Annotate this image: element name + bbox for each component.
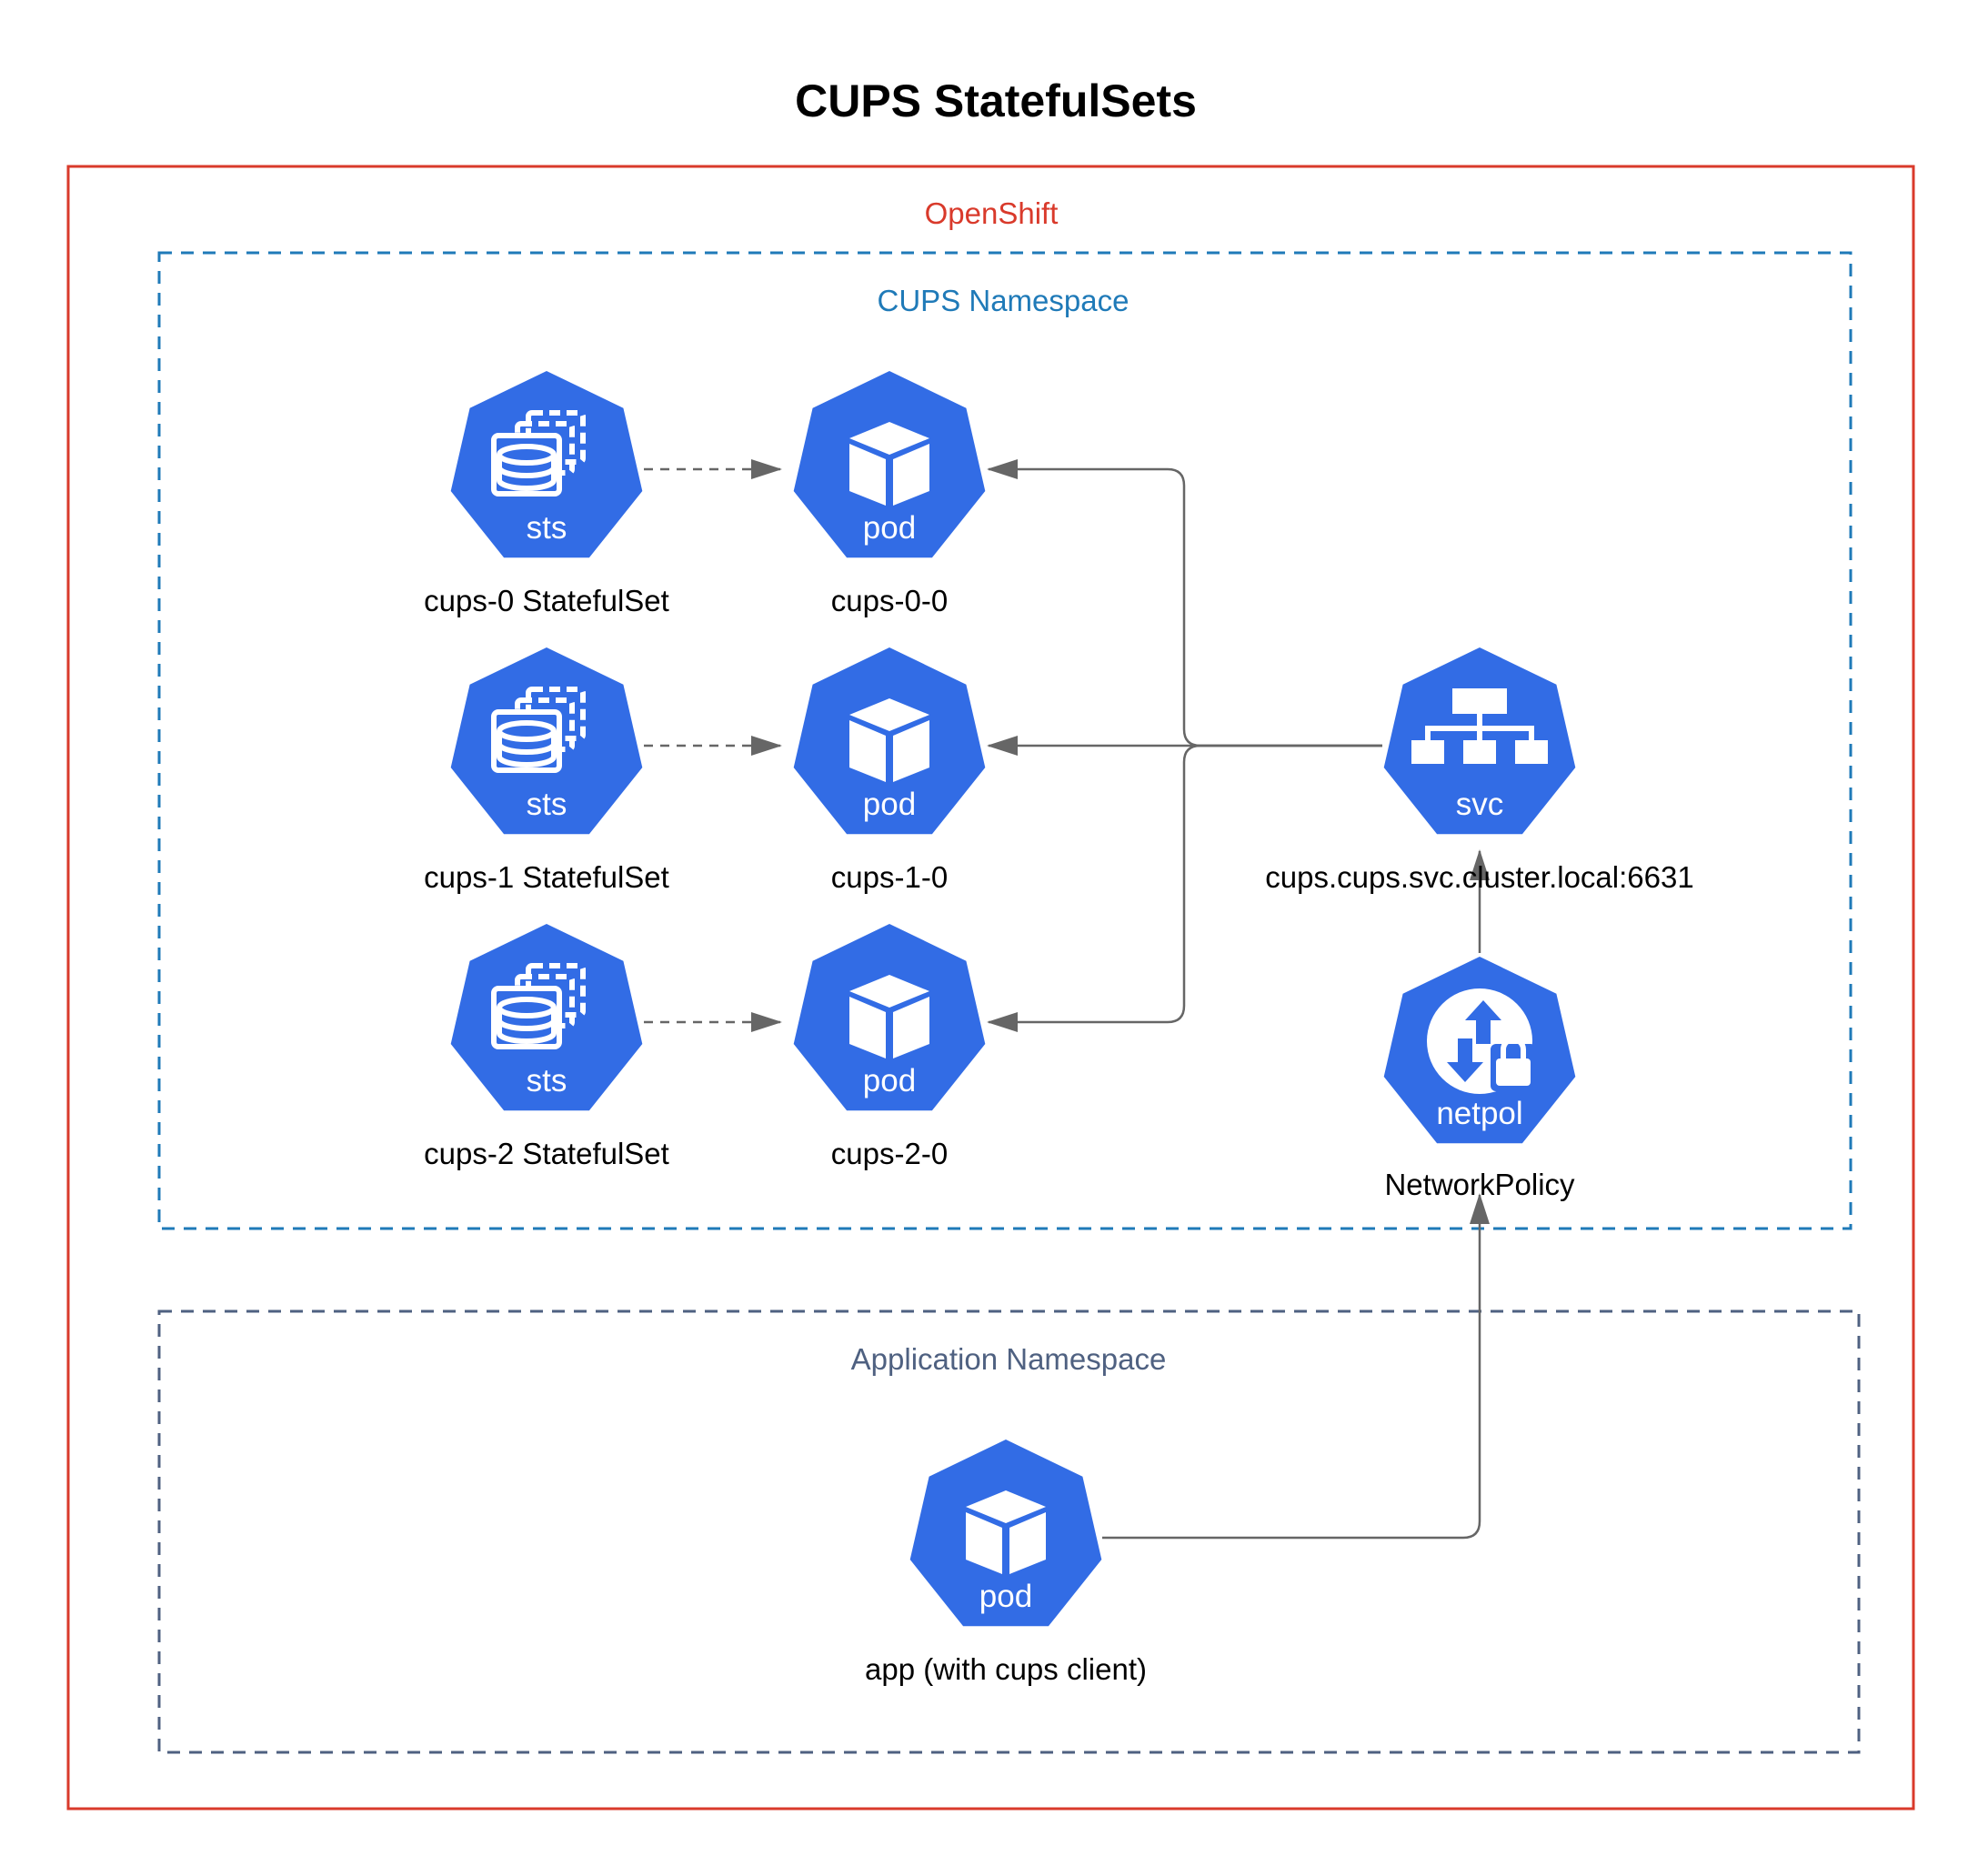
edge-app-netpol: [1102, 1193, 1490, 1540]
badge-text: pod: [979, 1579, 1032, 1614]
node-sts2[interactable]: sts: [450, 924, 643, 1111]
cups-namespace-label: CUPS Namespace: [878, 284, 1130, 317]
badge-text: pod: [863, 1063, 916, 1099]
cube-icon: [849, 975, 929, 1058]
application-namespace-boundary: [157, 1309, 1861, 1754]
openshift-label: OpenShift: [925, 196, 1059, 230]
node-sts0[interactable]: sts: [450, 371, 643, 558]
connectors: [644, 459, 1490, 1540]
heptagon-badge: [793, 371, 986, 558]
heptagon-badge: [793, 924, 986, 1111]
label-sts1: cups-1 StatefulSet: [424, 860, 669, 894]
label-sts0: cups-0 StatefulSet: [424, 584, 669, 617]
badge-text: sts: [527, 787, 567, 822]
cube-icon: [849, 698, 929, 782]
label-sts2: cups-2 StatefulSet: [424, 1137, 669, 1170]
node-pod2[interactable]: pod: [793, 924, 986, 1111]
node-pod0[interactable]: pod: [793, 371, 986, 558]
cube-icon: [849, 422, 929, 506]
node-svc[interactable]: svc: [1383, 647, 1576, 835]
openshift-boundary: [66, 165, 1915, 1811]
statefulset-icon: [491, 410, 586, 497]
badge-text: pod: [863, 787, 916, 822]
node-netpol[interactable]: netpol: [1383, 957, 1576, 1144]
node-sts1[interactable]: sts: [450, 647, 643, 835]
network-policy-icon: [1427, 988, 1536, 1094]
badge-text: svc: [1456, 787, 1504, 822]
statefulset-icon: [491, 687, 586, 773]
badge-text: pod: [863, 510, 916, 546]
heptagon-badge: [793, 647, 986, 835]
statefulset-icon: [491, 963, 586, 1049]
label-netpol: NetworkPolicy: [1384, 1168, 1575, 1201]
diagram-title: CUPS StatefulSets: [795, 75, 1197, 126]
heptagon-badge: [909, 1440, 1102, 1627]
label-app: app (with cups client): [865, 1652, 1147, 1686]
service-icon: [1411, 688, 1548, 764]
cups-namespace-boundary: [157, 251, 1852, 1230]
label-pod1: cups-1-0: [831, 860, 948, 894]
node-app[interactable]: pod: [909, 1440, 1102, 1627]
application-namespace-label: Application Namespace: [851, 1342, 1167, 1376]
badge-text: sts: [527, 510, 567, 546]
edge-svc-pod2: [987, 744, 1382, 1032]
badge-text: netpol: [1436, 1096, 1522, 1131]
node-pod1[interactable]: pod: [793, 647, 986, 835]
badge-text: sts: [527, 1063, 567, 1099]
cube-icon: [966, 1490, 1046, 1574]
label-pod2: cups-2-0: [831, 1137, 948, 1170]
edge-svc-pod0: [987, 459, 1382, 747]
label-svc: cups.cups.svc.cluster.local:6631: [1265, 860, 1693, 894]
label-pod0: cups-0-0: [831, 584, 948, 617]
